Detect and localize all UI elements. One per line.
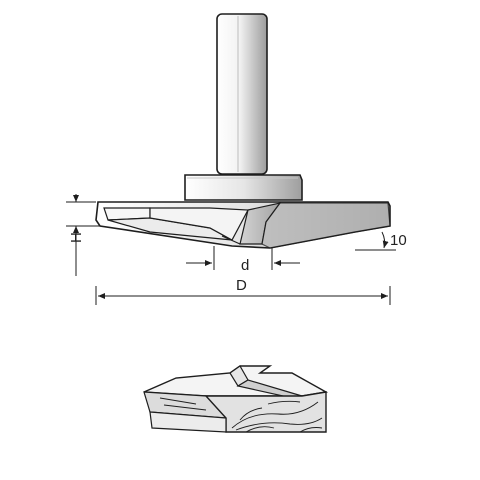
small-diameter-label: d [241, 257, 249, 274]
large-diameter-label: D [236, 277, 247, 294]
wood-profile [143, 365, 329, 433]
angle-dimension: 10 [355, 231, 407, 251]
angle-label: 10 [390, 232, 407, 249]
small-diameter-dimension: d [186, 246, 300, 274]
hub [184, 174, 303, 201]
shank [216, 13, 268, 175]
large-diameter-dimension: D [95, 277, 391, 305]
cutter-body [95, 201, 391, 249]
height-label: H [68, 232, 85, 243]
height-dimension: H [66, 194, 100, 276]
